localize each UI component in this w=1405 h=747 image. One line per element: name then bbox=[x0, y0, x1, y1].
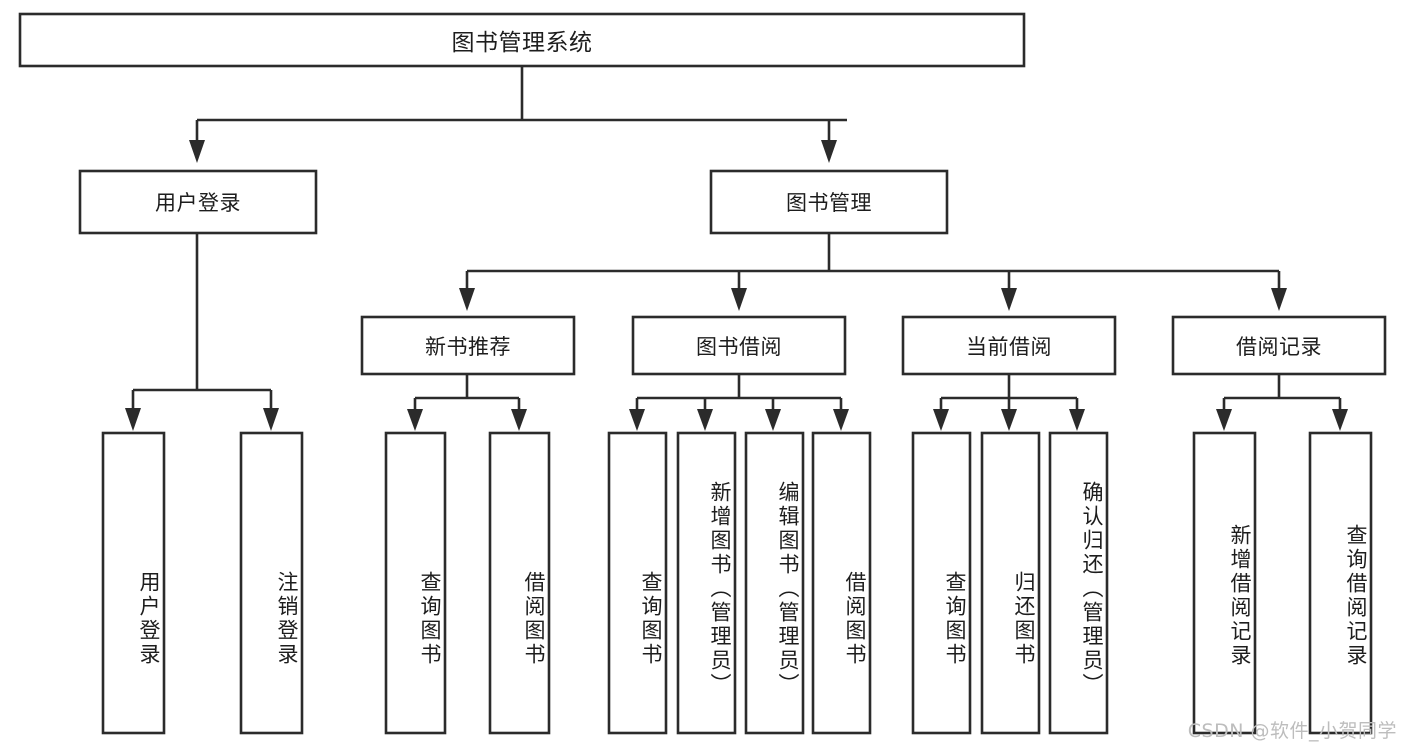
arrow-head-book-borrow bbox=[731, 288, 747, 311]
node-box-root[interactable] bbox=[18, 12, 1026, 68]
node-box-borrow-record[interactable] bbox=[1171, 315, 1387, 376]
arrow-head-leaf-confirm-return bbox=[1069, 409, 1085, 431]
node-box-user-login[interactable] bbox=[78, 169, 318, 235]
arrow-head-leaf-add-record bbox=[1216, 409, 1232, 431]
arrow-head-book-manage bbox=[821, 140, 837, 163]
arrow-head-leaf-query-book-1 bbox=[407, 409, 423, 431]
arrow-head-leaf-borrow-book-1 bbox=[511, 409, 527, 431]
arrow-head-borrow-record bbox=[1271, 288, 1287, 311]
arrow-head-leaf-borrow-book-2 bbox=[833, 409, 849, 431]
node-box-leaf-confirm-return[interactable] bbox=[1048, 431, 1109, 735]
arrow-head-leaf-edit-book bbox=[765, 409, 781, 431]
node-box-leaf-add-book[interactable] bbox=[676, 431, 737, 735]
node-box-leaf-user-login[interactable] bbox=[101, 431, 166, 735]
arrow-head-new-book-rec bbox=[459, 288, 475, 311]
arrow-head-leaf-query-record bbox=[1332, 409, 1348, 431]
arrow-head-leaf-user-login bbox=[125, 408, 141, 431]
node-box-leaf-logout[interactable] bbox=[239, 431, 304, 735]
node-box-leaf-borrow-book-1[interactable] bbox=[488, 431, 551, 735]
node-box-leaf-query-book-3[interactable] bbox=[911, 431, 972, 735]
arrow-head-leaf-add-book bbox=[697, 409, 713, 431]
node-box-leaf-query-book-1[interactable] bbox=[384, 431, 447, 735]
node-box-leaf-borrow-book-2[interactable] bbox=[811, 431, 872, 735]
node-box-current-borrow[interactable] bbox=[901, 315, 1117, 376]
arrow-head-user-login bbox=[189, 140, 205, 163]
node-box-leaf-edit-book[interactable] bbox=[744, 431, 805, 735]
arrow-head-leaf-return-book bbox=[1001, 409, 1017, 431]
node-box-leaf-query-record[interactable] bbox=[1308, 431, 1373, 735]
arrow-head-leaf-query-book-2 bbox=[629, 409, 645, 431]
node-box-new-book-rec[interactable] bbox=[360, 315, 576, 376]
arrow-head-current-borrow bbox=[1001, 288, 1017, 311]
watermark-text: CSDN @软件_小贺同学 bbox=[1187, 720, 1397, 742]
node-box-book-manage[interactable] bbox=[709, 169, 949, 235]
node-box-leaf-add-record[interactable] bbox=[1192, 431, 1257, 735]
arrow-head-leaf-query-book-3 bbox=[933, 409, 949, 431]
node-box-leaf-query-book-2[interactable] bbox=[607, 431, 668, 735]
arrow-head-leaf-logout bbox=[263, 408, 279, 431]
node-box-leaf-return-book[interactable] bbox=[980, 431, 1041, 735]
node-box-book-borrow[interactable] bbox=[631, 315, 847, 376]
